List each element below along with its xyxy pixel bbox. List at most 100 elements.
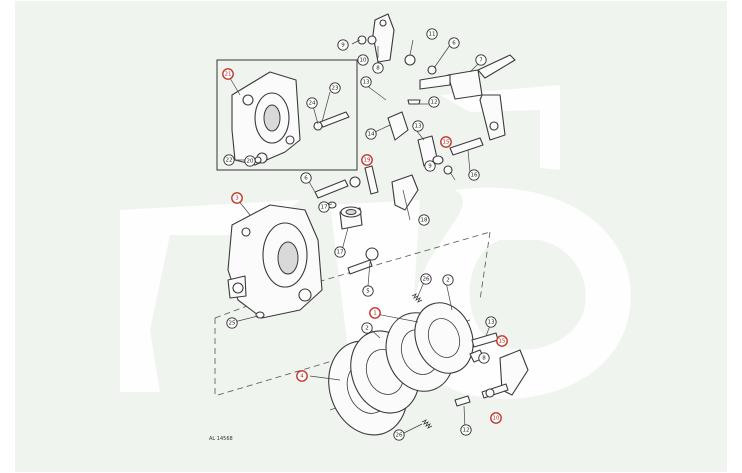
callout-8: 8 (478, 352, 490, 364)
callout-number: 13 (488, 319, 495, 325)
callout-circle (496, 335, 508, 347)
callout-14: 14 (365, 128, 377, 140)
callout-1: 1 (369, 307, 381, 319)
linkage-parts (364, 99, 484, 211)
callout-circle (223, 154, 235, 166)
bolt-6 (314, 176, 361, 209)
callout-circle (231, 192, 243, 204)
main-housing (227, 204, 323, 319)
callout-circle (357, 54, 369, 66)
callout-number: 2 (365, 325, 369, 331)
callout-26: 26 (420, 273, 432, 285)
callout-25: 25 (226, 317, 238, 329)
callout-number: 22 (226, 157, 233, 163)
drawing-code: AL 14568 (209, 436, 233, 442)
callout-number: 23 (332, 85, 339, 91)
callout-number: 17 (321, 204, 328, 210)
callout-number: 19 (364, 157, 371, 163)
callout-circle (460, 424, 472, 436)
callout-10: 10 (357, 54, 369, 66)
callout-22: 22 (223, 154, 235, 166)
callout-26: 26 (393, 429, 405, 441)
callout-circle (475, 54, 487, 66)
callout-circle (334, 246, 346, 258)
callout-circle (306, 97, 318, 109)
callout-number: 2 (446, 277, 450, 283)
callout-circle (420, 273, 432, 285)
inset-bolt (313, 111, 350, 131)
callout-circle (428, 96, 440, 108)
callout-11: 11 (426, 28, 438, 40)
callout-number: 20 (247, 158, 254, 164)
springs-26 (411, 293, 433, 429)
callout-number: 6 (304, 175, 308, 181)
callout-8: 8 (372, 62, 384, 74)
callout-4: 4 (296, 370, 308, 382)
callout-3: 3 (231, 192, 243, 204)
brake-plate-2b (414, 302, 474, 374)
callout-circle (226, 317, 238, 329)
callout-circle (244, 155, 256, 167)
callout-circle (448, 37, 460, 49)
callout-number: 15 (499, 338, 506, 344)
inset-frame (216, 59, 358, 171)
callout-circle (412, 120, 424, 132)
callout-circle (485, 316, 497, 328)
callout-circle (318, 201, 330, 213)
callout-2: 2 (442, 274, 454, 286)
callout-5: 5 (362, 285, 374, 297)
callout-circle (362, 285, 374, 297)
callout-number: 8 (376, 65, 380, 71)
callout-circle (300, 172, 312, 184)
callout-20: 20 (244, 155, 256, 167)
callout-number: 1 (373, 310, 377, 316)
callout-circle (361, 322, 373, 334)
callout-number: 18 (421, 217, 428, 223)
callout-circle (222, 68, 234, 80)
callout-number: 13 (363, 79, 370, 85)
callout-23: 23 (329, 82, 341, 94)
callout-19: 19 (361, 154, 373, 166)
callout-13: 13 (360, 76, 372, 88)
callout-number: 15 (443, 139, 450, 145)
callout-number: 13 (415, 123, 422, 129)
callout-circle (296, 370, 308, 382)
callout-circle (372, 62, 384, 74)
callout-number: 26 (396, 432, 403, 438)
callout-number: 5 (366, 288, 370, 294)
callout-circle (426, 28, 438, 40)
callout-17: 17 (318, 201, 330, 213)
callout-number: 26 (423, 276, 430, 282)
callout-13: 13 (412, 120, 424, 132)
callout-number: 16 (471, 172, 478, 178)
callout-number: 24 (309, 100, 316, 106)
callout-circle (361, 154, 373, 166)
callout-number: 8 (482, 355, 486, 361)
callout-circle (360, 76, 372, 88)
callout-number: 10 (360, 57, 367, 63)
callout-21: 21 (222, 68, 234, 80)
callout-number: 9 (428, 163, 432, 169)
callout-9: 9 (424, 160, 436, 172)
callout-10: 10 (490, 412, 502, 424)
lower-linkage (454, 332, 529, 407)
callout-number: 12 (463, 427, 470, 433)
callout-13: 13 (485, 316, 497, 328)
callout-number: 12 (431, 99, 438, 105)
callout-number: 21 (225, 71, 232, 77)
callout-15: 15 (496, 335, 508, 347)
callout-number: 10 (493, 415, 500, 421)
inset-housing (231, 71, 301, 166)
callout-number: 4 (300, 373, 304, 379)
callout-6: 6 (448, 37, 460, 49)
callout-number: 3 (235, 195, 239, 201)
callout-number: 6 (452, 40, 456, 46)
bushing-17 (339, 206, 363, 230)
callout-7: 7 (475, 54, 487, 66)
callout-16: 16 (468, 169, 480, 181)
callout-17: 17 (334, 246, 346, 258)
callout-2: 2 (361, 322, 373, 334)
